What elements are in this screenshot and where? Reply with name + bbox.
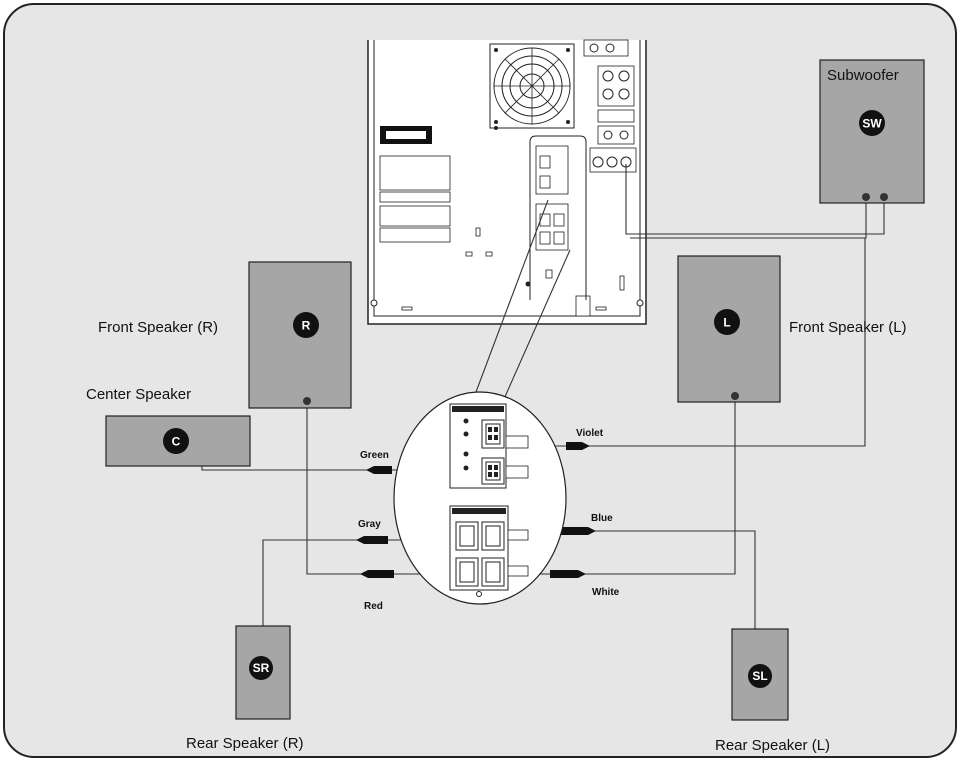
subwoofer: SW	[819, 59, 925, 204]
wire-label-white: White	[592, 587, 620, 598]
plugs	[356, 442, 596, 578]
front-speaker-r: R	[248, 261, 352, 409]
rear-r-badge: SR	[253, 661, 270, 675]
terminal-zoom	[393, 391, 567, 605]
rear-l-badge: SL	[752, 669, 767, 683]
front-speaker-r-label: Front Speaker (R)	[98, 319, 218, 336]
front-speaker-l-label: Front Speaker (L)	[789, 319, 907, 336]
center-speaker: C	[105, 415, 251, 467]
blue-plug	[554, 527, 596, 535]
violet-plug	[566, 442, 590, 450]
subwoofer-badge: SW	[862, 117, 882, 131]
front-r-badge: R	[302, 319, 311, 333]
rear-speaker-r-label: Rear Speaker (R)	[186, 735, 304, 752]
cooling-fan	[489, 43, 575, 129]
rear-speaker-l-label: Rear Speaker (L)	[715, 737, 830, 754]
front-r-wire	[306, 400, 450, 575]
front-l-badge: L	[723, 316, 730, 330]
zoom-guide-left	[469, 199, 549, 409]
subwoofer-signal-wire-2	[630, 196, 867, 239]
subwoofer-wire	[505, 238, 866, 447]
red-plug	[360, 570, 394, 578]
wire-label-green: Green	[360, 450, 389, 461]
subwoofer-label: Subwoofer	[827, 67, 899, 84]
front-speaker-l: L	[677, 255, 781, 403]
zoom-guide-right	[499, 249, 571, 409]
white-plug	[550, 570, 586, 578]
green-plug	[366, 466, 392, 474]
wire-label-gray: Gray	[358, 519, 381, 530]
main-unit-rear-panel	[367, 39, 647, 325]
wire-label-red: Red	[364, 601, 383, 612]
gray-plug	[356, 536, 388, 544]
wire-label-violet: Violet	[576, 428, 604, 439]
wire-label-blue: Blue	[591, 513, 613, 524]
rear-speaker-l: SL	[731, 628, 789, 721]
center-speaker-label: Center Speaker	[86, 386, 191, 403]
center-badge: C	[172, 435, 181, 449]
subwoofer-signal-wire	[625, 164, 885, 235]
rear-speaker-r: SR	[235, 625, 291, 720]
